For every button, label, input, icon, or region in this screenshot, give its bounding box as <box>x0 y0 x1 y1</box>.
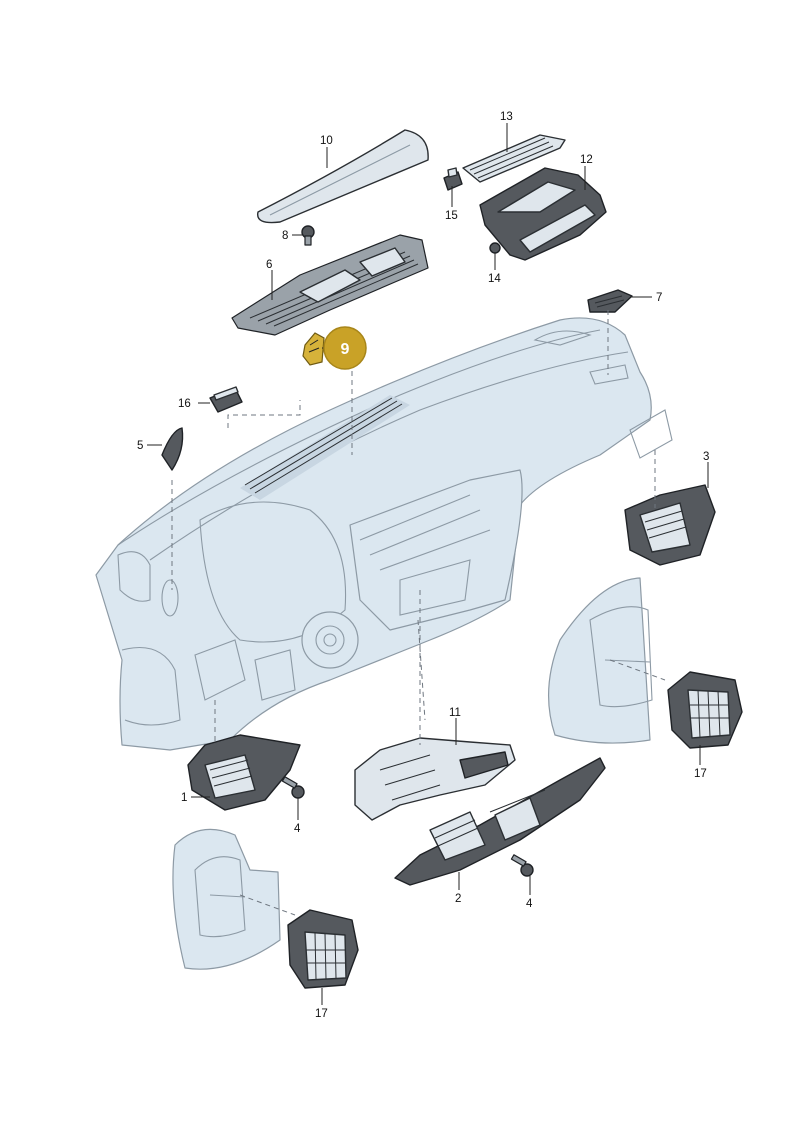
callout-17-left: 17 <box>315 1008 328 1020</box>
callout-12: 12 <box>580 154 593 166</box>
callout-4-left: 4 <box>294 823 301 835</box>
callout-8: 8 <box>282 230 288 242</box>
part-5-side-vent <box>161 427 184 471</box>
callout-1: 1 <box>181 792 187 804</box>
part-16-switch <box>209 386 243 413</box>
callouts: 10 13 12 15 14 8 6 7 16 5 3 17 1 4 11 2 … <box>137 111 709 1020</box>
part-4-screw-left <box>281 776 305 799</box>
callout-6: 6 <box>266 259 272 271</box>
callout-14: 14 <box>488 273 501 285</box>
door-panel-right <box>548 577 653 744</box>
part-15-clip <box>443 167 463 191</box>
part-8-screw <box>301 225 315 246</box>
part-14-nut <box>489 242 501 254</box>
door-panel-left <box>172 828 281 970</box>
callout-17-right: 17 <box>694 768 707 780</box>
callout-10: 10 <box>320 135 333 147</box>
highlight-badge-9[interactable]: 9 <box>323 326 367 370</box>
part-9-clip <box>302 332 325 366</box>
callout-13: 13 <box>500 111 513 123</box>
callout-11: 11 <box>449 707 461 719</box>
part-7-vent <box>587 289 633 313</box>
highlight-badge-circle <box>323 326 367 370</box>
part-17-vent-left <box>287 909 359 989</box>
part-4-screw-right <box>510 854 534 877</box>
callout-7: 7 <box>656 292 662 304</box>
highlight-badge-label: 9 <box>341 341 350 358</box>
part-2-center-trim <box>394 757 606 886</box>
part-1-left-vent <box>187 734 301 811</box>
callout-4-right: 4 <box>526 898 533 910</box>
part-13-speaker-cover <box>462 134 566 183</box>
callout-3: 3 <box>703 451 709 463</box>
dashboard-body <box>95 317 673 751</box>
callout-15: 15 <box>445 210 458 222</box>
part-17-vent-right <box>667 671 743 749</box>
callout-5: 5 <box>137 440 143 452</box>
part-3-right-vent <box>624 484 716 566</box>
callout-2: 2 <box>455 893 461 905</box>
part-12-storage-pocket <box>479 167 607 261</box>
part-6-speaker-grille <box>231 234 429 336</box>
part-11-center-duct <box>354 737 516 821</box>
leader-lines <box>147 123 709 1005</box>
callout-16: 16 <box>178 398 191 410</box>
part-10-trim-strip <box>256 129 429 224</box>
reference-lines <box>171 310 666 916</box>
